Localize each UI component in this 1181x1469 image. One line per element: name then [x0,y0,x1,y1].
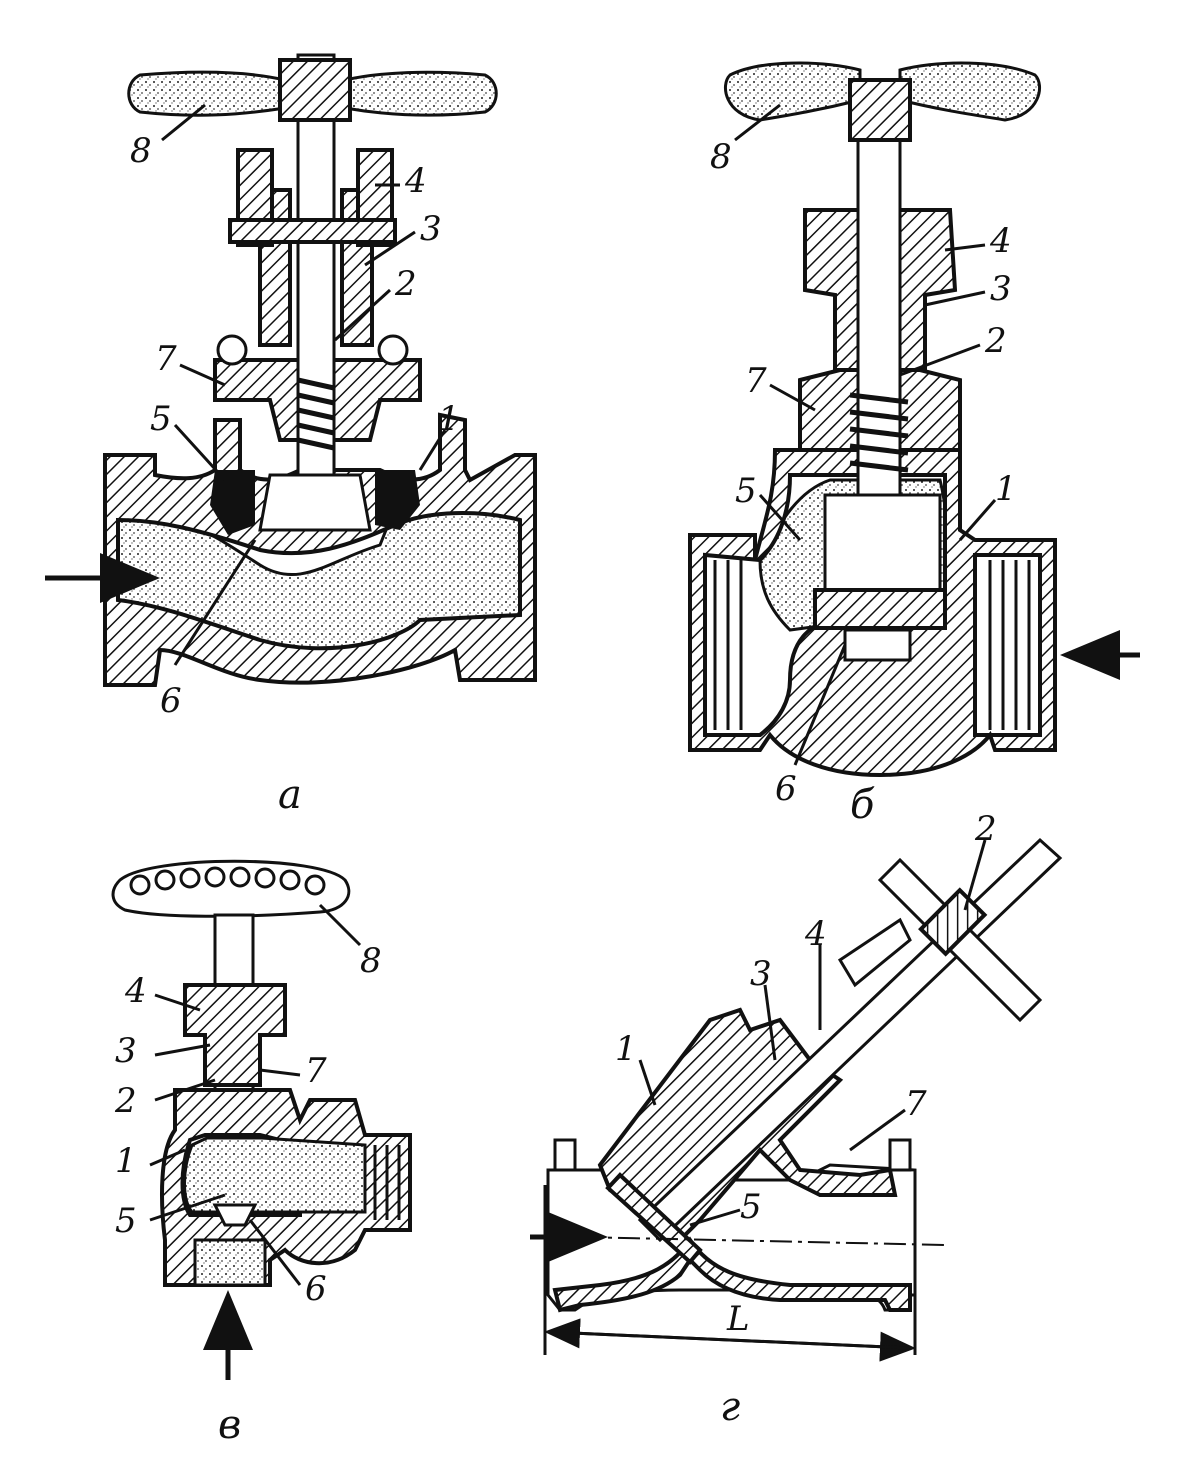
figure-a-disc [258,473,372,532]
figure-b-label-5: 5 [735,471,757,511]
figure-a-globe-valve-flanged: 8 4 3 2 7 5 1 6 а [45,53,537,818]
figure-v-angle-valve: 8 4 3 2 7 1 5 6 в [111,859,412,1448]
figure-a-label-6: 6 [160,681,182,721]
figure-b-label-7: 7 [745,361,767,401]
figure-v-flow-passage [183,1136,367,1214]
figure-a-label-5: 5 [150,399,172,439]
figure-v-gland-nut [183,983,287,1087]
figure-b-label-3: 3 [990,269,1012,309]
figure-v-label-7: 7 [305,1051,327,1091]
figure-v-label-8: 8 [360,941,382,981]
figure-b-disc-holder [823,493,942,592]
figure-v-inlet [193,1238,267,1287]
figure-g-lower-wall [552,1236,912,1313]
figure-v-label-5: 5 [115,1201,137,1241]
figure-a-packing [210,470,420,535]
figure-b-handwheel [724,61,1041,122]
figure-v-label-2: 2 [114,1081,137,1121]
figure-v-label-4: 4 [124,971,147,1011]
figure-b-handwheel-hub [848,78,912,142]
figure-a-leaders [161,103,447,666]
figure-v-label-3: 3 [115,1031,137,1071]
figure-b-disc [813,588,947,630]
figure-g-flange-left [553,1138,577,1172]
figure-b-port-threads [713,560,1031,730]
figure-g-dimension-label: L [726,1299,750,1339]
figure-g-label-4: 4 [804,914,827,954]
figure-b-label-8: 8 [710,137,732,177]
figure-a-label-7: 7 [155,339,177,379]
figure-a-label-1: 1 [438,399,460,439]
figure-g-oblique-valve: L 2 4 3 1 7 5 г [530,809,1063,1430]
figure-g-label-1: 1 [615,1029,637,1069]
figure-b-label-4: 4 [989,221,1012,261]
figure-a-handwheel-hub [278,58,352,122]
figure-a-body [103,412,537,687]
figure-b-label-1: 1 [995,469,1017,509]
figure-g-flange-right [888,1138,912,1172]
figure-b-disc-nut [843,628,912,662]
figure-a-handwheel [127,70,498,117]
figure-a-label-2: 2 [394,264,417,304]
figure-g-centerline [579,1236,946,1246]
figure-a-caption: а [278,772,302,818]
figure-v-label-6: 6 [305,1269,327,1309]
figure-v-leaders [149,903,362,1286]
figure-v-caption: в [218,1402,241,1448]
figure-v-part-labels: 8 4 3 2 7 1 5 6 [114,941,382,1309]
figure-g-dimension-l: L [543,1185,917,1362]
figure-g-label-3: 3 [750,954,772,994]
figure-a-label-8: 8 [130,131,152,171]
figure-b-stem-thread [849,392,909,473]
figure-b-leaders [734,103,997,766]
figure-g-handwheel [837,857,1043,1023]
figure-g-leaders [638,839,987,1227]
figure-a-gland-bolts [216,148,409,366]
figure-g-caption: г [720,1384,740,1430]
figure-v-disc [212,1203,258,1227]
figure-b-caption: б [850,782,875,828]
figure-a-label-3: 3 [420,209,442,249]
figure-a-stem [296,53,336,477]
figure-g-disc [605,1172,703,1265]
figure-a-part-labels: 8 4 3 2 7 5 1 6 [130,131,460,721]
figure-g-part-labels: 2 4 3 1 7 5 [615,809,997,1227]
figure-v-label-1: 1 [115,1141,137,1181]
figure-b-globe-valve-threaded: 8 4 3 2 7 5 1 6 б [688,61,1140,828]
figure-a-stem-thread [297,377,335,451]
figure-g-label-2: 2 [974,809,997,849]
figure-g-label-5: 5 [740,1187,762,1227]
figure-b-label-2: 2 [984,321,1007,361]
figure-a-label-4: 4 [404,161,427,201]
figure-b-label-6: 6 [775,769,797,809]
figure-b-part-labels: 8 4 3 2 7 5 1 6 [710,137,1017,809]
figure-g-label-7: 7 [905,1084,927,1124]
figure-v-handwheel-grip [129,866,326,896]
figure-v-outlet-threads [373,1145,401,1220]
